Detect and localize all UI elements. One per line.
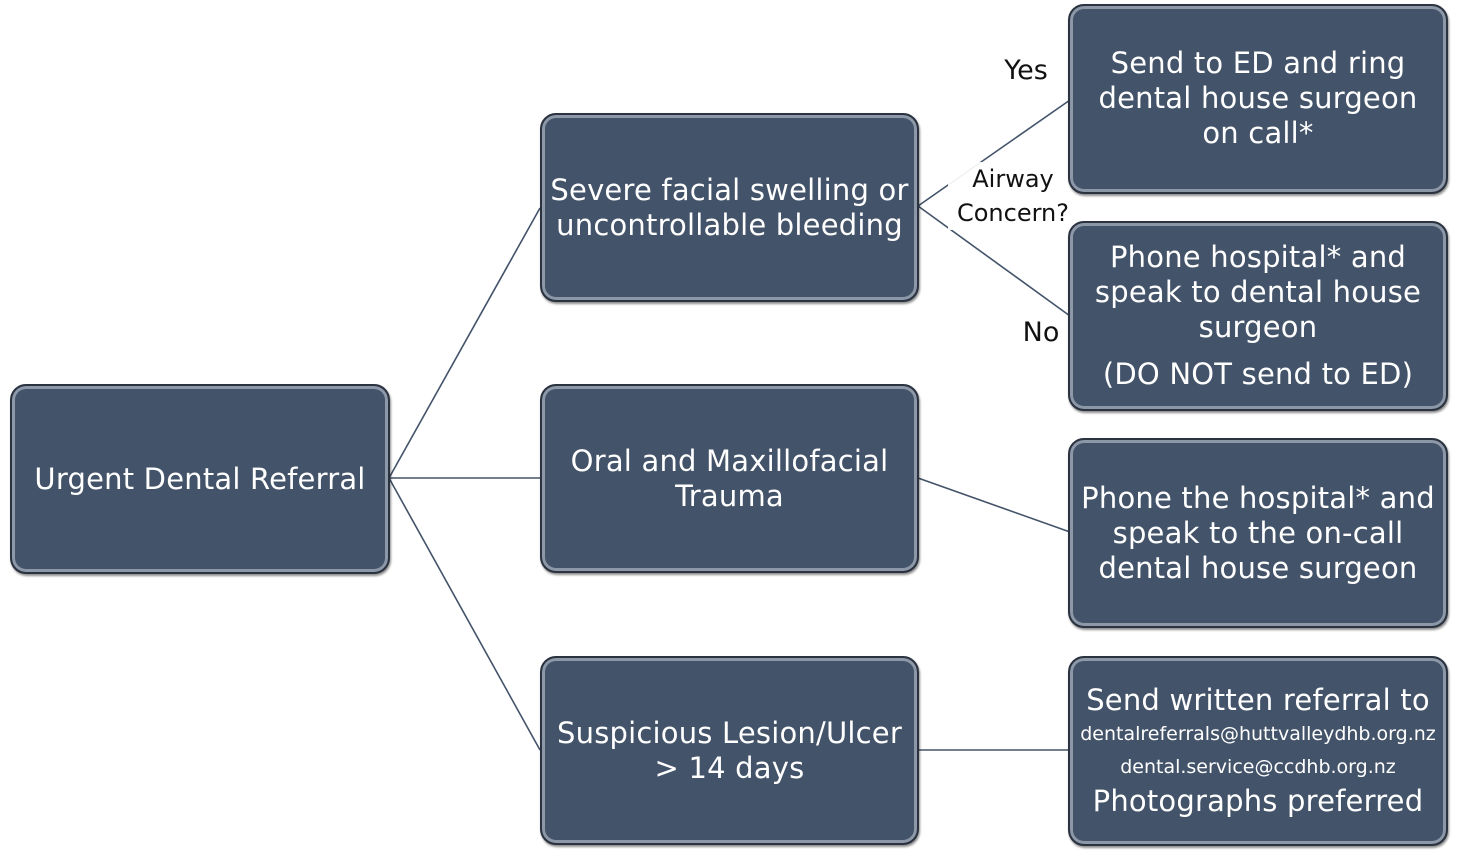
email-huttvalley[interactable]: dentalreferrals@huttvalleydhb.org.nz <box>1080 723 1436 745</box>
action-phone-hospital: Phone hospital* and speak to dental hous… <box>1068 221 1448 411</box>
condition-line: Suspicious Lesion/Ulcer <box>557 715 902 750</box>
condition-line: Trauma <box>675 478 784 513</box>
action-line: surgeon <box>1198 310 1318 344</box>
action-line: speak to dental house <box>1094 275 1422 309</box>
condition-line: Severe facial swelling or <box>550 172 909 207</box>
condition-line: > 14 days <box>654 750 805 785</box>
action-send-to-ed: Send to ED and ring dental house surgeon… <box>1068 4 1448 194</box>
action-phone-on-call: Phone the hospital* and speak to the on-… <box>1068 438 1448 628</box>
action-note: (DO NOT send to ED) <box>1102 357 1414 391</box>
condition-trauma: Oral and Maxillofacial Trauma <box>540 384 919 573</box>
action-heading: Send written referral to <box>1086 683 1430 717</box>
airway-concern-label: Airway Concern? <box>948 162 1078 230</box>
root-node: Urgent Dental Referral <box>10 384 390 574</box>
airway-concern-line: Airway <box>972 165 1054 193</box>
action-line: dental house surgeon <box>1098 81 1418 115</box>
condition-suspicious-lesion: Suspicious Lesion/Ulcer > 14 days <box>540 656 919 845</box>
connector-swelling-no <box>917 205 1071 317</box>
action-line: dental house surgeon <box>1098 550 1418 585</box>
connector-swelling-yes <box>917 99 1071 207</box>
condition-line: uncontrollable bleeding <box>556 207 903 242</box>
condition-severe-swelling: Severe facial swelling or uncontrollable… <box>540 113 919 302</box>
action-line: Phone hospital* and <box>1109 240 1407 274</box>
connector-trauma-action <box>917 477 1071 533</box>
action-line: Send to ED and ring <box>1110 46 1406 80</box>
yes-label: Yes <box>985 54 1067 88</box>
root-label: Urgent Dental Referral <box>34 461 366 496</box>
connector-root-lesion <box>388 477 541 751</box>
no-label: No <box>1012 316 1070 350</box>
action-footer: Photographs preferred <box>1092 784 1424 818</box>
action-line: on call* <box>1202 116 1314 150</box>
action-written-referral: Send written referral to dentalreferrals… <box>1068 656 1448 846</box>
condition-line: Oral and Maxillofacial <box>570 443 889 478</box>
email-ccdhb[interactable]: dental.service@ccdhb.org.nz <box>1120 756 1396 778</box>
action-line: speak to the on-call <box>1112 515 1404 550</box>
airway-concern-line: Concern? <box>956 199 1069 227</box>
action-line: Phone the hospital* and <box>1081 480 1435 515</box>
connector-root-swelling <box>388 207 541 479</box>
